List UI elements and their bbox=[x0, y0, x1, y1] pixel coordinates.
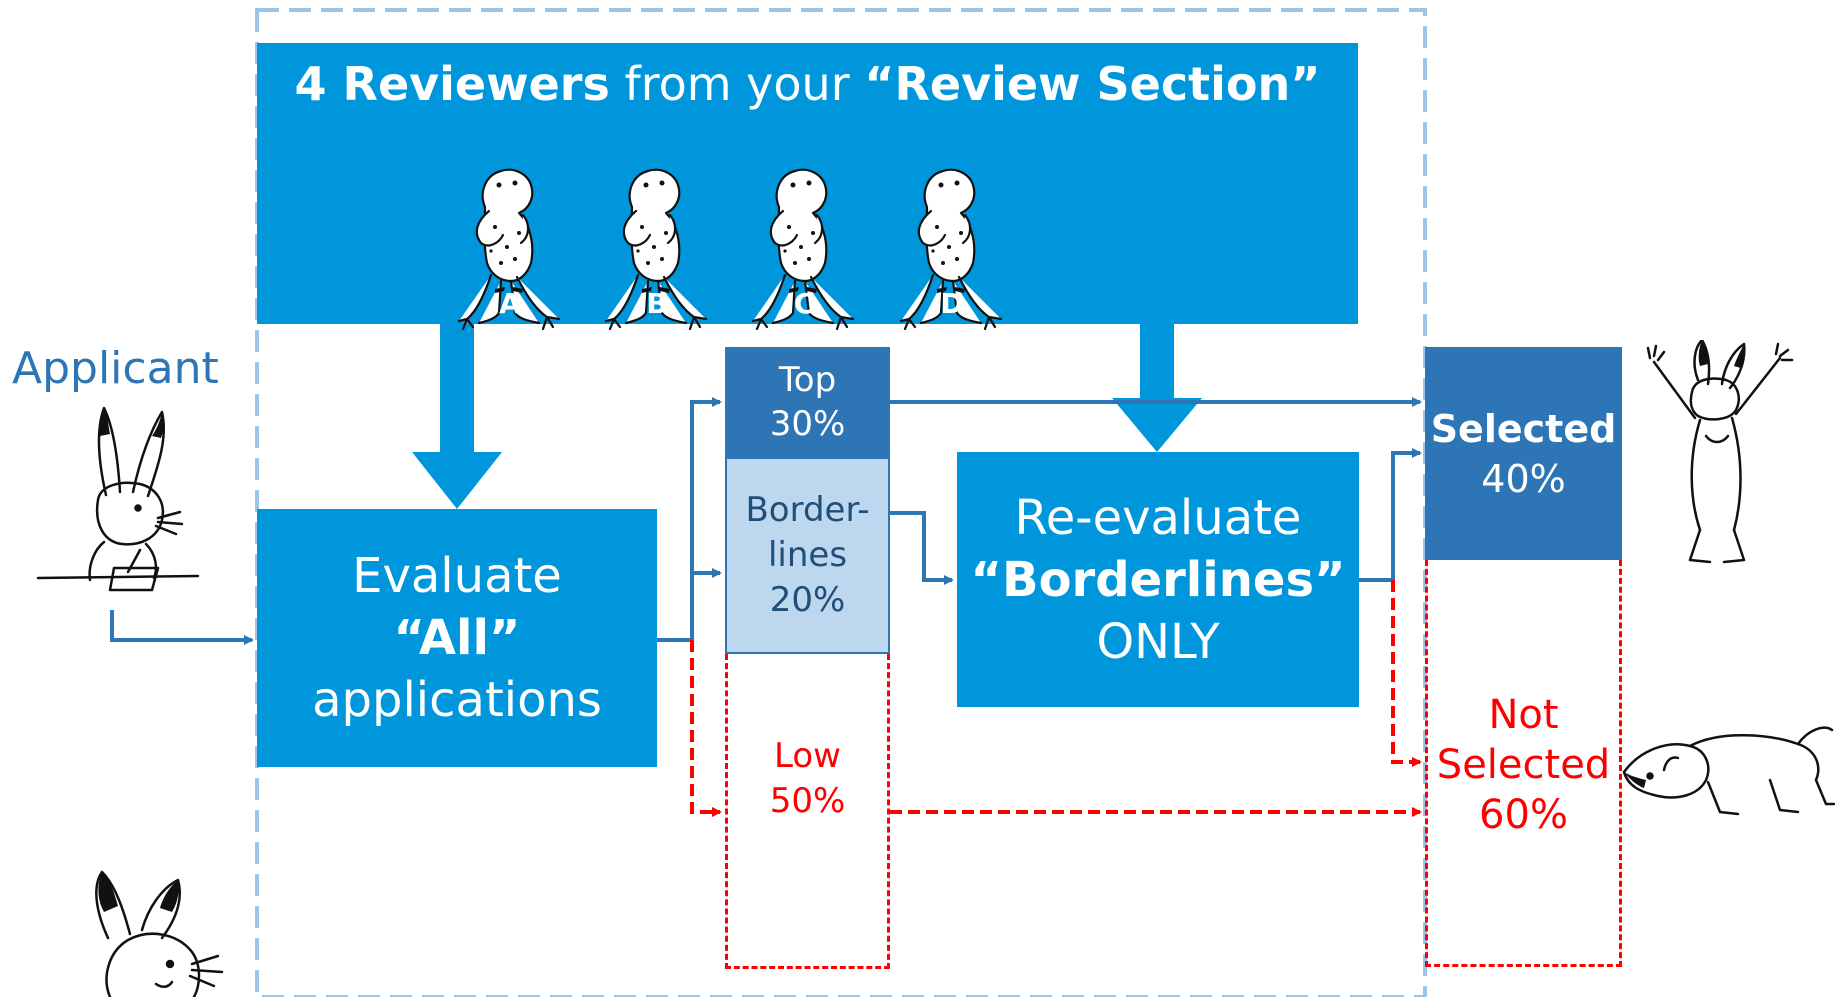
low-tier-box: Low 50% bbox=[725, 654, 890, 969]
reviewer-letter: C bbox=[793, 287, 815, 320]
reviewer-b: B bbox=[602, 163, 712, 339]
top-tier-percent: 30% bbox=[769, 404, 846, 444]
reviewer-d: D bbox=[897, 163, 1007, 339]
not-selected-box: Not Selected 60% bbox=[1425, 560, 1622, 967]
reviewers-title-middle: from your bbox=[609, 57, 865, 111]
top-tier-label: Top bbox=[778, 360, 837, 400]
reevaluate-line3: ONLY bbox=[1096, 613, 1220, 670]
reviewer-letter: D bbox=[940, 287, 964, 320]
review-section-boundary bbox=[255, 8, 1427, 997]
review-section-name: “Review Section” bbox=[864, 57, 1321, 111]
borderlines-percent: 20% bbox=[769, 580, 846, 620]
reviewers-count: 4 Reviewers bbox=[294, 57, 610, 111]
evaluate-line3: applications bbox=[312, 672, 602, 728]
rabbit-writing-icon bbox=[36, 406, 200, 592]
evaluate-to-low-arrow bbox=[690, 640, 722, 817]
frog-reviewer-icon bbox=[751, 168, 855, 331]
reevaluate-to-selected-arrow bbox=[1359, 448, 1422, 582]
reevaluate-line1: Re-evaluate bbox=[1014, 489, 1302, 546]
reevaluate-borderlines-box: Re-evaluate “Borderlines” ONLY bbox=[957, 452, 1359, 707]
top-tier-box: Top 30% bbox=[725, 347, 890, 457]
not-selected-label-1: Not bbox=[1488, 692, 1559, 738]
reviewers-to-reevaluate-arrow bbox=[1112, 324, 1202, 452]
rabbit-cheering-icon bbox=[1646, 340, 1794, 564]
reevaluate-line2: “Borderlines” bbox=[970, 551, 1346, 608]
evaluate-line1: Evaluate bbox=[352, 548, 562, 604]
borderlines-label-1: Border- bbox=[745, 490, 870, 530]
evaluate-to-top-arrow bbox=[657, 397, 722, 642]
evaluate-all-box: Evaluate “All” applications bbox=[257, 509, 657, 767]
evaluate-line2: “All” bbox=[393, 610, 521, 666]
not-selected-label-2: Selected bbox=[1436, 742, 1611, 788]
not-selected-percent: 60% bbox=[1479, 792, 1568, 838]
rabbit-bowing-icon bbox=[1622, 726, 1835, 816]
low-tier-percent: 50% bbox=[769, 781, 846, 821]
reviewers-title: 4 Reviewers from your “Review Section” bbox=[257, 57, 1358, 111]
applicant-label: Applicant bbox=[12, 343, 219, 394]
reviewers-header-box: 4 Reviewers from your “Review Section” A… bbox=[257, 43, 1358, 331]
applicant-to-evaluate-arrow bbox=[110, 610, 254, 645]
borderlines-tier-box: Border- lines 20% bbox=[725, 457, 890, 654]
frog-reviewer-icon bbox=[899, 168, 1003, 331]
reviewer-c: C bbox=[749, 163, 859, 339]
reevaluate-to-notselected-arrow bbox=[1391, 580, 1422, 767]
rabbit-peeking-icon bbox=[95, 870, 224, 997]
low-tier-label: Low bbox=[774, 736, 841, 776]
selected-box: Selected 40% bbox=[1425, 347, 1622, 560]
reviewer-a: A bbox=[455, 163, 565, 339]
frog-reviewer-icon bbox=[604, 168, 708, 331]
borderlines-to-reevaluate-arrow bbox=[890, 511, 954, 585]
frog-reviewer-icon bbox=[457, 168, 561, 331]
selected-percent: 40% bbox=[1481, 456, 1566, 501]
selected-label: Selected bbox=[1430, 406, 1617, 451]
reviewer-letter: B bbox=[646, 287, 668, 320]
borderlines-label-2: lines bbox=[767, 535, 848, 575]
reviewer-letter: A bbox=[499, 287, 521, 320]
reviewers-to-evaluate-arrow bbox=[412, 324, 502, 509]
